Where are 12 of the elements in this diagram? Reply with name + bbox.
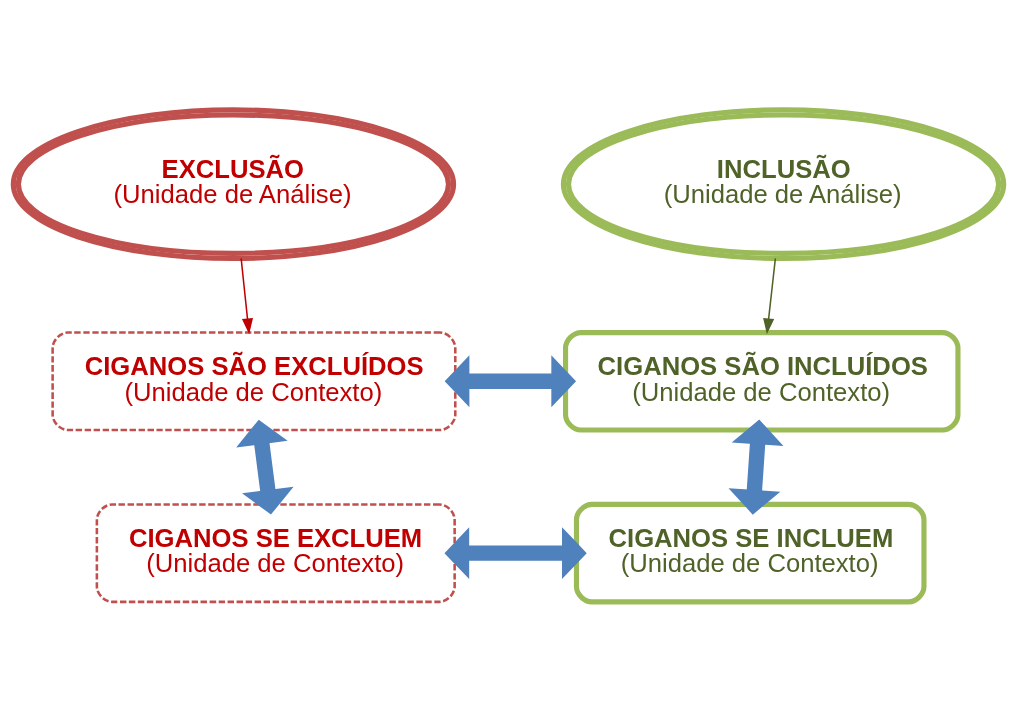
arrow	[763, 257, 777, 334]
node-box: CIGANOS SE INCLUEM (Unidade de Contexto)	[573, 501, 927, 604]
node-box: CIGANOS SÃO INCLUÍDOS (Unidade de Contexto)	[563, 329, 961, 433]
arrow	[240, 257, 253, 334]
node-box: CIGANOS SÃO EXCLUÍDOS (Unidade de Contexto)	[51, 330, 457, 431]
arrow	[236, 419, 294, 515]
arrow	[444, 526, 587, 579]
node-ellipse: EXCLUSÃO (Unidade de Análise)	[10, 106, 457, 261]
arrow	[444, 354, 577, 407]
arrow	[728, 419, 784, 515]
node-box: CIGANOS SE EXCLUEM (Unidade de Contexto)	[95, 502, 456, 603]
node-ellipse: INCLUSÃO (Unidade de Análise)	[560, 106, 1007, 261]
